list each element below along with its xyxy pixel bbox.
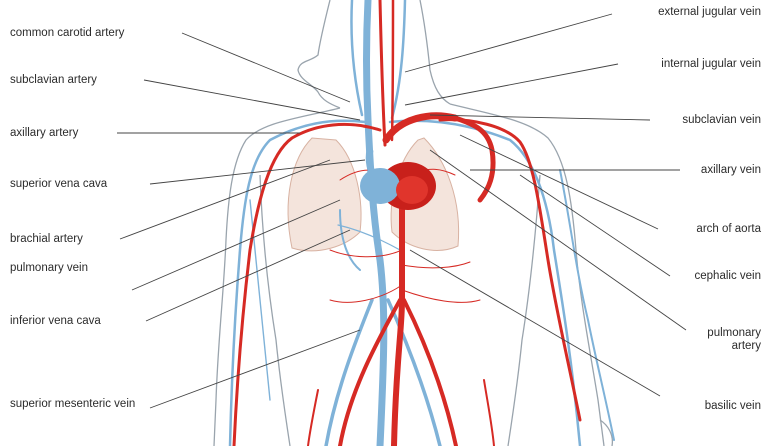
label-basilic-vein: basilic vein	[705, 400, 761, 413]
label-axillary-artery: axillary artery	[10, 127, 78, 140]
label-brachial-artery: brachial artery	[10, 233, 83, 246]
label-subclavian-vein: subclavian vein	[682, 114, 761, 127]
label-arch-of-aorta: arch of aorta	[696, 223, 761, 236]
label-internal-jugular-vein: internal jugular vein	[661, 58, 761, 71]
label-external-jugular-vein: external jugular vein	[658, 6, 761, 19]
label-pulmonary-vein: pulmonary vein	[10, 262, 88, 275]
label-superior-mesenteric-vein: superior mesenteric vein	[10, 398, 140, 411]
label-pulmonary-artery: pulmonary artery	[701, 327, 761, 353]
label-subclavian-artery: subclavian artery	[10, 74, 97, 87]
label-common-carotid-artery: common carotid artery	[10, 27, 124, 40]
label-axillary-vein: axillary vein	[701, 164, 761, 177]
label-inferior-vena-cava: inferior vena cava	[10, 315, 101, 328]
label-cephalic-vein: cephalic vein	[695, 270, 761, 283]
label-superior-vena-cava: superior vena cava	[10, 178, 107, 191]
